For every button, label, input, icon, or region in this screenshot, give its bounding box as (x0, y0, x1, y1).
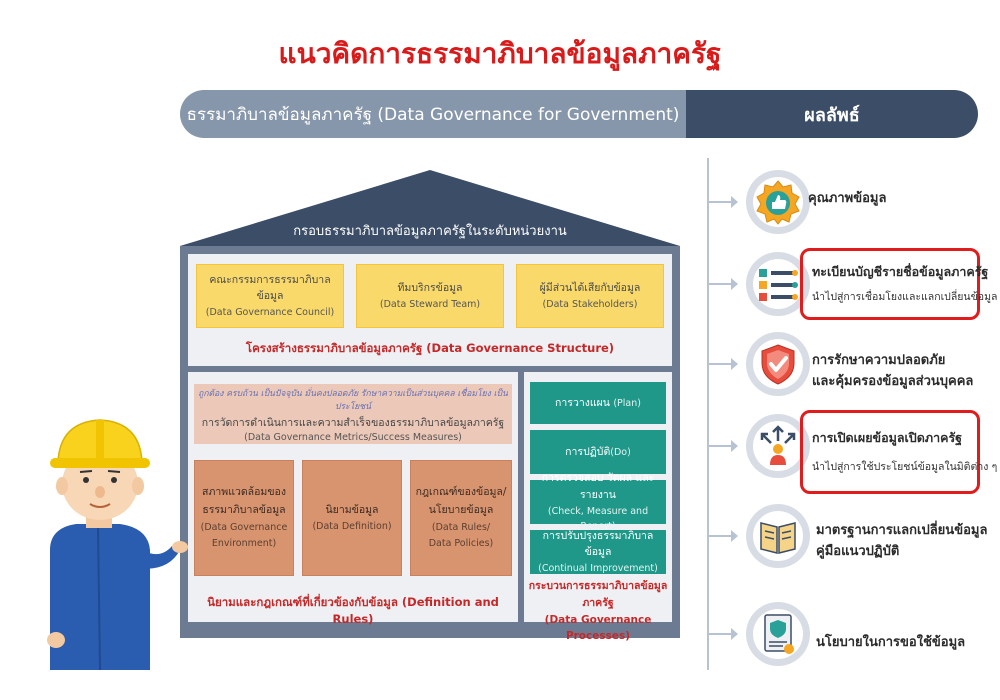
outcome-security-line1: การรักษาความปลอดภัย (812, 353, 946, 368)
outcome-open-data-sub: นำไปสู่การใช้ประโยชน์ข้อมูลในมิติต่าง ๆ (812, 461, 998, 473)
metrics-box: ถูกต้อง ครบถ้วน เป็นปัจจุบัน มั่นคงปลอดภ… (194, 384, 512, 444)
header-outcome-label: ผลลัพธ์ (686, 90, 978, 138)
definition-th: นิยามข้อมูล (325, 503, 379, 516)
rules-th1: กฎเกณฑ์ของข้อมูล/ (415, 486, 507, 498)
council-th: คณะกรรมการธรรมาภิบาลข้อมูล (209, 273, 331, 303)
process-improve-box: การปรับปรุงธรรมาภิบาลข้อมูล (Continual I… (530, 530, 666, 574)
rules-en1: (Data Rules/ (431, 521, 491, 533)
processes-panel: การวางแผน (Plan) การปฏิบัติ(Do) การตรวจส… (524, 372, 672, 642)
council-box: คณะกรรมการธรรมาภิบาลข้อมูล (Data Governa… (196, 264, 344, 328)
rules-en2: Data Policies) (428, 538, 494, 550)
outcome-badge-open-data (746, 414, 810, 478)
timeline-tick (707, 358, 738, 370)
check-th: การตรวจสอบ วัดผล และรายงาน (541, 472, 655, 501)
check-en: (Check, Measure and Report) (547, 505, 649, 532)
rules-th2: นโยบายข้อมูล (428, 504, 494, 517)
shield-check-icon (761, 344, 795, 385)
outcome-badge-quality (746, 170, 810, 234)
person-arrows-icon (760, 425, 796, 465)
process-do-box: การปฏิบัติ(Do) (530, 430, 666, 474)
do-th: การปฏิบัติ (565, 445, 611, 458)
structure-caption: โครงสร้างธรรมาภิบาลข้อมูลภาครัฐ (Data Go… (245, 341, 615, 355)
steward-en: (Data Steward Team) (379, 298, 481, 310)
outcome-standards-line2: คู่มือแนวปฏิบัติ (816, 544, 900, 560)
timeline-tick (707, 196, 738, 208)
environment-box: สภาพแวดล้อมของ ธรรมาภิบาลข้อมูล (Data Go… (194, 460, 294, 576)
processes-caption-th: กระบวนการธรรมาภิบาลข้อมูลภาครัฐ (528, 580, 668, 609)
metrics-en: (Data Governance Metrics/Success Measure… (244, 431, 462, 443)
timeline-line (707, 158, 709, 670)
processes-caption-en: (Data Governance Processes) (544, 613, 652, 643)
outcome-badge-catalog (746, 252, 810, 316)
header-framework-label: ธรรมาภิบาลข้อมูลภาครัฐ (Data Governance … (180, 90, 686, 138)
house-body: คณะกรรมการธรรมาภิบาลข้อมูล (Data Governa… (180, 246, 680, 642)
header-bar: ธรรมาภิบาลข้อมูลภาครัฐ (Data Governance … (180, 90, 978, 138)
network-list-icon (759, 269, 798, 301)
plan-en: (Plan) (613, 397, 641, 409)
metrics-keywords: ถูกต้อง ครบถ้วน เป็นปัจจุบัน มั่นคงปลอดภ… (198, 389, 508, 413)
outcome-quality: คุณภาพข้อมูล (808, 191, 887, 206)
improve-th: การปรับปรุงธรรมาภิบาลข้อมูล (542, 529, 654, 559)
process-check-box: การตรวจสอบ วัดผล และรายงาน (Check, Measu… (530, 472, 666, 532)
structure-panel: คณะกรรมการธรรมาภิบาลข้อมูล (Data Governa… (188, 254, 672, 366)
outcome-catalog: ทะเบียนบัญชีรายชื่อข้อมูลภาครัฐ (812, 264, 989, 279)
stakeholders-box: ผู้มีส่วนได้เสียกับข้อมูล (Data Stakehol… (516, 264, 664, 328)
outcome-badge-policy (746, 602, 810, 666)
construction-worker-mascot-icon (47, 419, 188, 671)
outcome-standards-line1: มาตรฐานการแลกเปลี่ยนข้อมูล (816, 523, 988, 538)
stakeholders-th: ผู้มีส่วนได้เสียกับข้อมูล (539, 282, 641, 294)
house-roof (180, 170, 680, 246)
environment-th2: ธรรมาภิบาลข้อมูล (202, 504, 286, 517)
outcome-standards: มาตรฐานการแลกเปลี่ยนข้อมูล คู่มือแนวปฏิบ… (816, 520, 987, 563)
processes-caption: กระบวนการธรรมาภิบาลข้อมูลภาครัฐ (Data Go… (524, 578, 672, 645)
environment-th1: สภาพแวดล้อมของ (202, 486, 286, 498)
improve-en: (Continual Improvement) (538, 563, 658, 575)
stakeholders-en: (Data Stakeholders) (542, 298, 638, 310)
process-plan-box: การวางแผน (Plan) (530, 382, 666, 424)
outcome-security-line2: และคุ้มครองข้อมูลส่วนบุคคล (812, 374, 974, 390)
thumbs-up-badge-icon (756, 180, 800, 225)
steward-team-box: ทีมบริกรข้อมูล (Data Steward Team) (356, 264, 504, 328)
outcome-security: การรักษาความปลอดภัย และคุ้มครองข้อมูลส่ว… (812, 350, 973, 393)
policy-document-icon (764, 614, 794, 654)
page-title: แนวคิดการธรรมาภิบาลข้อมูลภาครัฐ (278, 37, 722, 70)
definitions-panel: ถูกต้อง ครบถ้วน เป็นปัจจุบัน มั่นคงปลอดภ… (188, 372, 518, 626)
timeline-tick (707, 440, 738, 452)
data-rules-box: กฎเกณฑ์ของข้อมูล/ นโยบายข้อมูล (Data Rul… (410, 460, 512, 576)
outcome-badge-security (746, 332, 810, 396)
roof-label: กรอบธรรมาภิบาลข้อมูลภาครัฐในระดับหน่วยงา… (293, 224, 567, 239)
timeline-tick (707, 278, 738, 290)
timeline-tick (707, 628, 738, 640)
timeline-tick (707, 530, 738, 542)
outcome-open-data: การเปิดเผยข้อมูลเปิดภาครัฐ (812, 430, 963, 445)
governance-house: กรอบธรรมาภิบาลข้อมูลภาครัฐในระดับหน่วยงา… (180, 168, 680, 642)
do-en: (Do) (610, 446, 631, 458)
plan-th: การวางแผน (555, 396, 610, 409)
metrics-th: การวัดการดำเนินการและความสำเร็จของธรรมาภ… (201, 416, 505, 429)
data-definition-box: นิยามข้อมูล (Data Definition) (302, 460, 402, 576)
highlight-catalog (800, 248, 980, 320)
environment-en2: Environment) (211, 538, 277, 550)
council-en: (Data Governance Council) (205, 307, 335, 319)
book-icon (760, 522, 796, 554)
definition-en: (Data Definition) (312, 520, 392, 532)
steward-th: ทีมบริกรข้อมูล (397, 282, 463, 294)
definitions-caption: นิยามและกฎเกณฑ์ที่เกี่ยวข้องกับข้อมูล (D… (207, 595, 499, 626)
outcome-policy: นโยบายในการขอใช้ข้อมูล (816, 635, 966, 650)
highlight-open-data (800, 410, 980, 494)
outcome-badge-standards (746, 504, 810, 568)
environment-en1: (Data Governance (200, 521, 288, 533)
outcome-catalog-sub: นำไปสู่การเชื่อมโยงและแลกเปลี่ยนข้อมูล (812, 291, 998, 303)
